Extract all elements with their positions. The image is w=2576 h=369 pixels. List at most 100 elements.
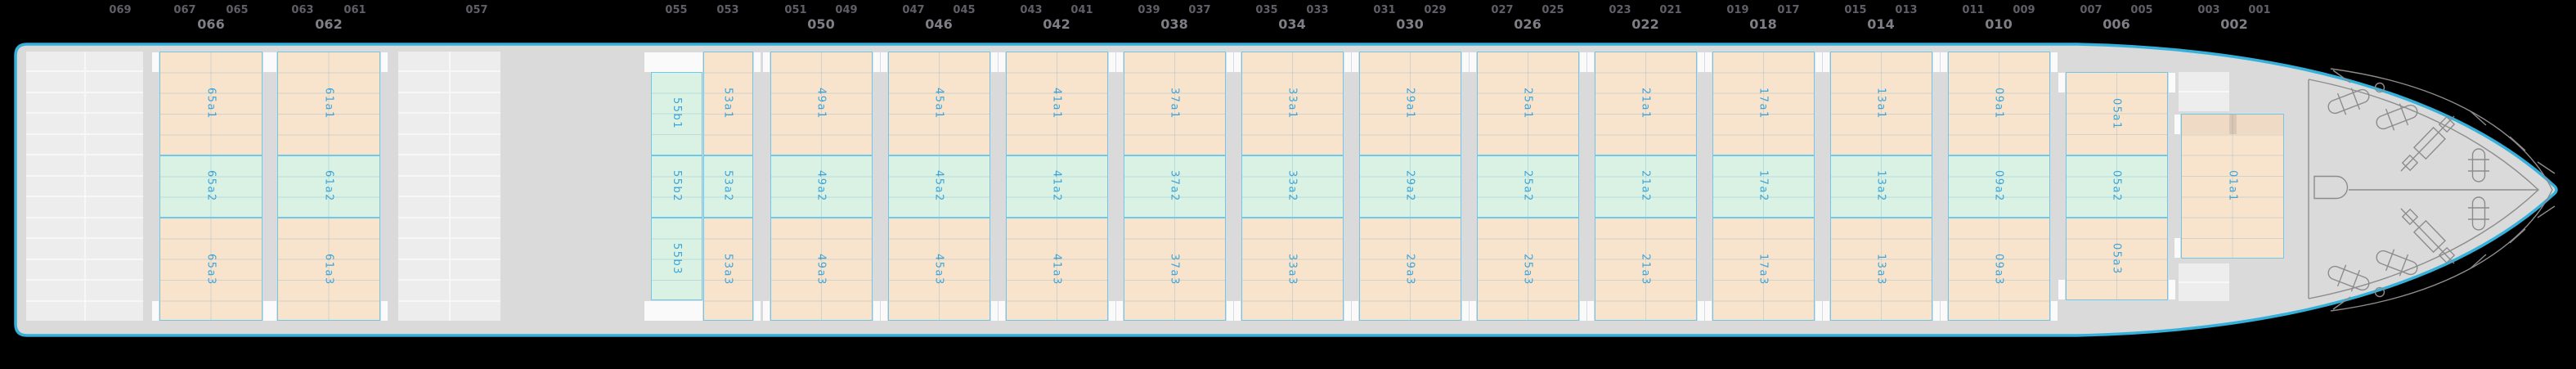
bay-slot-65a2[interactable]: 65a2 (159, 155, 263, 218)
bay-slot-label: 53a2 (721, 170, 734, 203)
bay-slot-49a3[interactable]: 49a3 (770, 217, 873, 322)
deck-cell (85, 155, 143, 175)
deck-cell-group-3 (2179, 263, 2229, 301)
bay-slot-61a1[interactable]: 61a1 (277, 52, 380, 155)
bay-slot-41a3[interactable]: 41a3 (1005, 217, 1108, 322)
bay-slot-55b3[interactable]: 55b3 (651, 217, 702, 300)
bay-slot-17a1[interactable]: 17a1 (1712, 52, 1815, 155)
bay-slot-29a3[interactable]: 29a3 (1358, 217, 1461, 322)
bay-slot-53a1[interactable]: 53a1 (702, 52, 753, 155)
bay-014: 13a1 13a2 13a3 (1829, 52, 1932, 322)
forward-bitt-icon (2468, 148, 2489, 182)
bay-axis-label-010: 010 (1985, 16, 2013, 32)
bay-slot-label: 61a1 (322, 87, 335, 119)
bay-axis-label-007: 007 (2080, 4, 2103, 16)
bay-slot-label: 25a1 (1521, 87, 1534, 119)
bay-slot-49a1[interactable]: 49a1 (770, 52, 873, 155)
bay-slot-55b1[interactable]: 55b1 (651, 72, 702, 155)
bay-slot-21a1[interactable]: 21a1 (1594, 52, 1697, 155)
bay-slot-09a1[interactable]: 09a1 (1947, 52, 2050, 155)
hatch-notch (998, 52, 1005, 72)
hatch-notch (2050, 300, 2058, 321)
bay-axis-label-062: 062 (315, 16, 343, 32)
bay-slot-45a1[interactable]: 45a1 (887, 52, 990, 155)
bay-slot-25a2[interactable]: 25a2 (1476, 155, 1579, 218)
mooring-bitt-icon (2376, 103, 2418, 131)
deck-cell (26, 114, 84, 133)
bay-slot-label: 13a2 (1874, 170, 1887, 203)
bay-slot-21a2[interactable]: 21a2 (1594, 155, 1697, 218)
hatch-notch (762, 300, 770, 321)
bay-slot-13a1[interactable]: 13a1 (1829, 52, 1932, 155)
hatch-notch (1932, 52, 1940, 72)
bay-slot-25a1[interactable]: 25a1 (1476, 52, 1579, 155)
bay-slot-61a3[interactable]: 61a3 (277, 217, 380, 322)
bay-slot-65a3[interactable]: 65a3 (159, 217, 263, 322)
bay-slot-05a3[interactable]: 05a3 (2065, 217, 2168, 300)
bay-slot-label: 21a2 (1639, 170, 1652, 203)
bay-slot-45a2[interactable]: 45a2 (887, 155, 990, 218)
bay-slot-05a2[interactable]: 05a2 (2065, 155, 2168, 218)
deck-cell (398, 92, 449, 113)
hatch-notch (1469, 52, 1476, 72)
bay-slot-53a3[interactable]: 53a3 (702, 217, 753, 322)
bay-slot-label: 49a1 (815, 87, 828, 119)
bay-slot-37a3[interactable]: 37a3 (1123, 217, 1226, 322)
windlass-chain-icon (2400, 208, 2456, 264)
hatch-notch (873, 300, 880, 321)
bay-slot-53a2[interactable]: 53a2 (702, 155, 753, 218)
bay-slot-33a1[interactable]: 33a1 (1241, 52, 1344, 155)
deck-cell (450, 197, 500, 217)
deck-cell (398, 239, 449, 259)
bay-slot-label: 17a1 (1757, 87, 1770, 119)
bay-slot-label: 37a3 (1168, 253, 1181, 286)
deck-cell (450, 259, 500, 280)
deck-cell (398, 197, 449, 217)
bay-slot-45a3[interactable]: 45a3 (887, 217, 990, 322)
bay-slot-33a3[interactable]: 33a3 (1241, 217, 1344, 322)
bay-slot-09a3[interactable]: 09a3 (1947, 217, 2050, 322)
bay-axis-label-026: 026 (1514, 16, 1542, 32)
bay-slot-09a2[interactable]: 09a2 (1947, 155, 2050, 218)
deck-cell (450, 218, 500, 238)
bay-slot-49a2[interactable]: 49a2 (770, 155, 873, 218)
bay-slot-label: 29a1 (1403, 87, 1416, 119)
bay-slot-01a1[interactable]: 01a1 (2181, 113, 2284, 259)
hatch-notch (1469, 300, 1476, 321)
deck-cell (398, 259, 449, 280)
bay-slot-61a2[interactable]: 61a2 (277, 155, 380, 218)
bay-slot-21a3[interactable]: 21a3 (1594, 217, 1697, 322)
deck-cell (2179, 283, 2229, 301)
bay-slot-25a3[interactable]: 25a3 (1476, 217, 1579, 322)
bay-slot-65a1[interactable]: 65a1 (159, 52, 263, 155)
bay-slot-29a1[interactable]: 29a1 (1358, 52, 1461, 155)
deck-cell (398, 52, 449, 71)
bay-slot-05a1[interactable]: 05a1 (2065, 72, 2168, 155)
bay-slot-13a3[interactable]: 13a3 (1829, 217, 1932, 322)
deck-cell (26, 155, 84, 175)
bay-slot-41a2[interactable]: 41a2 (1005, 155, 1108, 218)
bay-slot-17a3[interactable]: 17a3 (1712, 217, 1815, 322)
bay-slot-13a2[interactable]: 13a2 (1829, 155, 1932, 218)
bay-slot-29a2[interactable]: 29a2 (1358, 155, 1461, 218)
breakwater-tick-icon (2332, 70, 2556, 310)
deck-cell-group-2 (2179, 72, 2229, 111)
bay-slot-37a2[interactable]: 37a2 (1123, 155, 1226, 218)
bay-slot-17a2[interactable]: 17a2 (1712, 155, 1815, 218)
bay-axis-label-027: 027 (1491, 4, 1514, 16)
bay-slot-55b2[interactable]: 55b2 (651, 155, 702, 218)
bay-slot-label: 33a3 (1286, 253, 1299, 286)
hatch-notch (152, 52, 159, 72)
hatch-notch (1704, 300, 1712, 321)
bay-slot-41a1[interactable]: 41a1 (1005, 52, 1108, 155)
bay-slot-label: 41a3 (1050, 253, 1063, 286)
hatch-notch (1815, 52, 1822, 72)
bay-slot-33a2[interactable]: 33a2 (1241, 155, 1344, 218)
bay-slot-37a1[interactable]: 37a1 (1123, 52, 1226, 155)
